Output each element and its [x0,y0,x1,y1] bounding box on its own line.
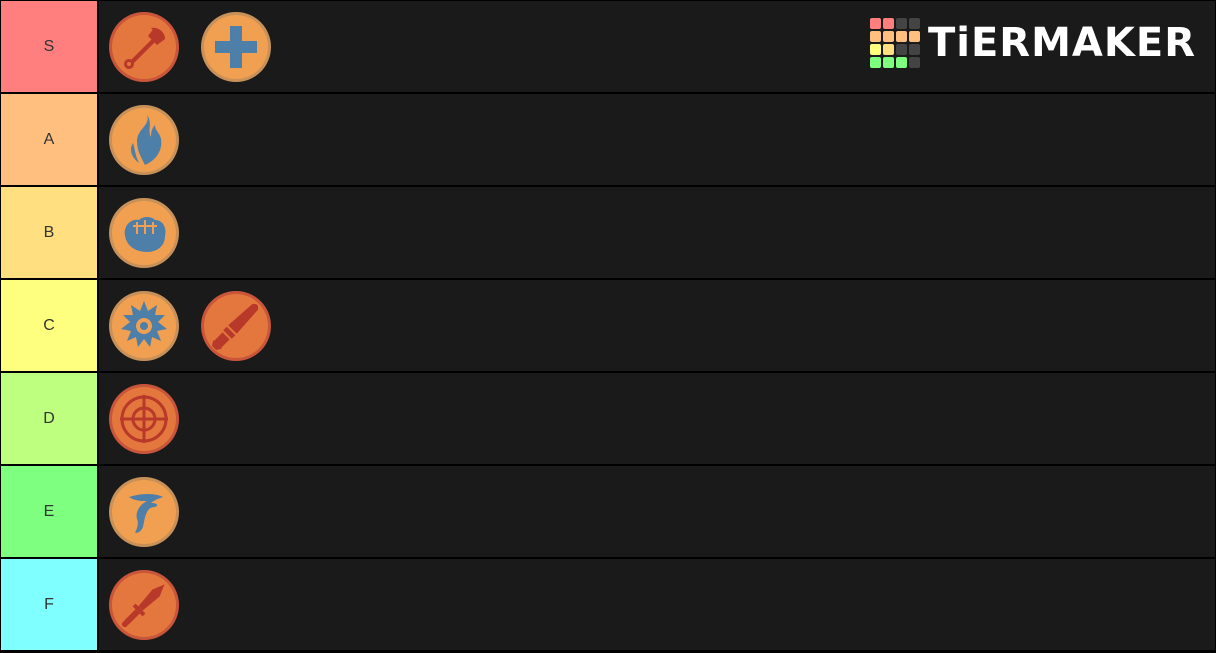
logo-grid-cell [882,44,894,55]
tier-label[interactable]: B [1,187,97,278]
tier-items-dropzone[interactable] [99,466,1215,557]
tiermaker-logo[interactable]: TiERMAKER [869,18,1196,68]
logo-grid-cell [908,57,920,68]
tiermaker-grid-icon [869,18,920,68]
logo-grid-cell [869,57,881,68]
tier-row-c: C [0,280,1216,371]
tiermaker-wordmark: TiERMAKER [927,20,1196,66]
tier-row-f: F [0,559,1216,650]
demoman-icon[interactable] [107,289,181,363]
tier-label[interactable]: A [1,94,97,185]
logo-grid-cell [895,18,907,29]
tier-items-dropzone[interactable] [99,280,1215,371]
tier-label[interactable]: S [1,1,97,92]
soldier-icon[interactable] [199,289,273,363]
engineer-icon[interactable] [107,10,181,84]
medic-icon[interactable] [199,10,273,84]
tier-items-dropzone[interactable] [99,373,1215,464]
logo-grid-cell [908,18,920,29]
tier-items-dropzone[interactable] [99,187,1215,278]
pyro-icon[interactable] [107,103,181,177]
logo-grid-cell [869,31,881,42]
logo-grid-cell [869,44,881,55]
tier-row-e: E [0,466,1216,557]
sniper-icon[interactable] [107,382,181,456]
tier-label[interactable]: E [1,466,97,557]
logo-grid-cell [908,44,920,55]
logo-grid-cell [882,57,894,68]
tier-items-dropzone[interactable] [99,94,1215,185]
tier-items-dropzone[interactable] [99,559,1215,650]
spy-icon[interactable] [107,568,181,642]
logo-grid-cell [895,57,907,68]
logo-grid-cell [908,31,920,42]
tier-row-a: A [0,94,1216,185]
tier-label[interactable]: D [1,373,97,464]
heavy-icon[interactable] [107,196,181,270]
logo-grid-cell [869,18,881,29]
tier-label[interactable]: C [1,280,97,371]
logo-grid-cell [882,18,894,29]
scout-icon[interactable] [107,475,181,549]
logo-grid-cell [895,31,907,42]
tier-label[interactable]: F [1,559,97,650]
tier-items-dropzone[interactable] [99,1,1215,92]
logo-grid-cell [882,31,894,42]
logo-grid-cell [895,44,907,55]
tier-row-b: B [0,187,1216,278]
tier-row-s: S [0,1,1216,92]
tier-row-d: D [0,373,1216,464]
